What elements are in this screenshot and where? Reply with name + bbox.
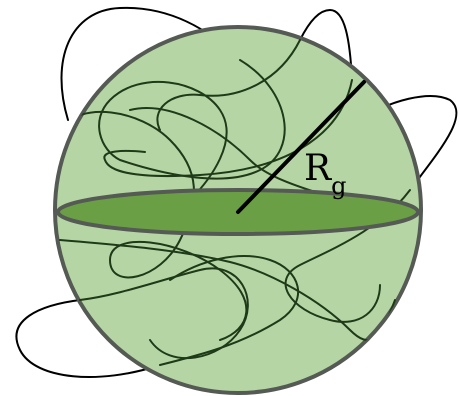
radius-label: Rg [304,148,346,200]
radius-label-main: R [304,148,332,189]
radius-label-sub: g [331,172,346,200]
radius-line [236,80,366,214]
